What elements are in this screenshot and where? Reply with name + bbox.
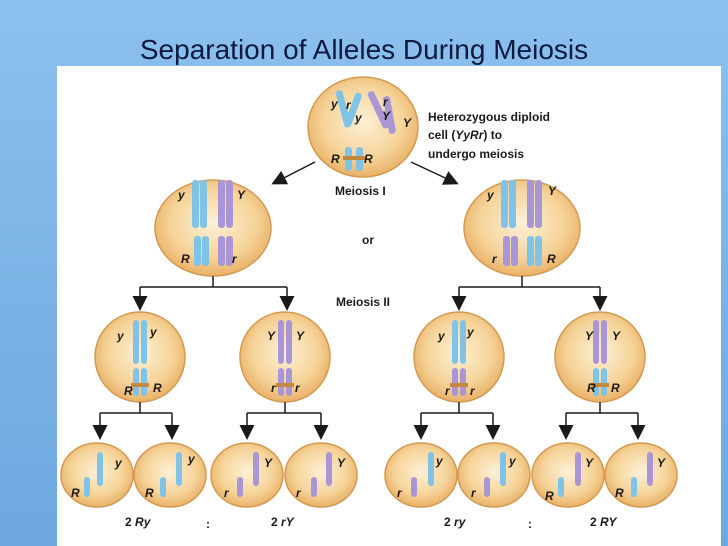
gamete-6-bottom: r	[471, 486, 477, 500]
gamete-3	[210, 442, 284, 508]
m2c3-label-y2: y	[466, 325, 475, 339]
m1-right-label-R: R	[547, 252, 556, 266]
gamete-8-bottom: R	[615, 486, 624, 500]
ratio-rY: 2 rY	[271, 515, 295, 529]
m1-left-label-R: R	[181, 252, 190, 266]
m2c1-label-y1: y	[116, 329, 125, 343]
m2c2-label-Y1: Y	[267, 329, 276, 343]
gamete-7-top: Y	[585, 456, 594, 470]
m2c4-label-R1: R	[587, 381, 596, 395]
m2c1-label-R2: R	[153, 381, 162, 395]
gamete-1	[60, 442, 134, 508]
m1-left-label-y: y	[177, 188, 186, 202]
meiosis1-right-cell	[463, 179, 581, 277]
gamete-3-top: Y	[264, 456, 273, 470]
parent-label-y1: y	[330, 97, 339, 111]
gamete-7	[531, 442, 605, 508]
ratio-separator-2: :	[528, 517, 532, 531]
gamete-5-top: y	[435, 454, 444, 468]
split-bracket-right	[451, 276, 608, 311]
gamete-brackets	[92, 402, 646, 440]
parent-cell	[307, 76, 419, 178]
gamete-4-bottom: r	[296, 486, 302, 500]
parent-label-Y1: Y	[382, 109, 391, 123]
m1-right-label-r: r	[492, 252, 498, 266]
m2c3-label-y1: y	[437, 329, 446, 343]
ratio-separator-1: :	[206, 517, 210, 531]
gamete-3-bottom: r	[224, 486, 230, 500]
m2c3-label-r1: r	[445, 384, 451, 398]
meiosis2-cell-2	[239, 311, 331, 403]
meiosis-1-label: Meiosis I	[335, 184, 386, 198]
parent-label-r1: r	[346, 98, 352, 112]
meiosis2-cell-1	[94, 311, 186, 403]
m2c1-label-y2: y	[149, 325, 158, 339]
m1-right-label-Y: Y	[548, 184, 557, 198]
gamete-5	[384, 442, 458, 508]
caption-line-1: Heterozygous diploid	[428, 110, 550, 124]
ratio-ry-upper: 2 Ry	[125, 515, 152, 529]
parent-label-r2: r	[383, 95, 389, 109]
m2c3-label-r2: r	[470, 384, 476, 398]
meiosis2-cell-4	[554, 311, 646, 403]
parent-label-R2: R	[364, 152, 373, 166]
parent-label-Y2: Y	[403, 116, 412, 130]
gamete-2	[133, 442, 207, 508]
meiosis-2-label: Meiosis II	[336, 295, 390, 309]
gamete-4-top: Y	[337, 456, 346, 470]
gamete-5-bottom: r	[397, 486, 403, 500]
caption-line-3: undergo meiosis	[428, 147, 524, 161]
gamete-2-bottom: R	[145, 486, 154, 500]
caption-line-2: cell (YyRr) to	[428, 128, 502, 142]
gamete-1-top: y	[114, 456, 123, 470]
gamete-1-bottom: R	[71, 486, 80, 500]
meiosis1-left-cell	[154, 179, 272, 277]
m2c4-label-Y2: Y	[612, 329, 621, 343]
or-label: or	[362, 233, 374, 247]
gamete-4	[284, 442, 358, 508]
ratio-ry: 2 ry	[444, 515, 467, 529]
arrow-meiosis1-right	[410, 161, 459, 185]
m1-left-label-Y: Y	[237, 188, 246, 202]
ratio-RY: 2 RY	[590, 515, 617, 529]
parent-label-R1: R	[331, 152, 340, 166]
arrow-meiosis1-left	[271, 161, 316, 185]
m2c1-label-R1: R	[124, 384, 133, 398]
slide-title: Separation of Alleles During Meiosis	[139, 34, 589, 65]
m2c2-label-r1: r	[271, 381, 277, 395]
gamete-6-top: y	[508, 454, 517, 468]
gamete-8	[604, 442, 678, 508]
gamete-2-top: y	[187, 452, 196, 466]
m2c2-label-Y2: Y	[296, 329, 305, 343]
gamete-6	[457, 442, 531, 508]
m2c4-label-R2: R	[611, 381, 620, 395]
split-bracket-left	[132, 276, 295, 311]
meiosis2-cell-3	[413, 311, 505, 403]
m2c2-label-r2: r	[295, 381, 301, 395]
m1-left-label-r: r	[232, 252, 238, 266]
gamete-7-bottom: R	[545, 489, 554, 503]
m2c4-label-Y1: Y	[585, 329, 594, 343]
parent-label-y2: y	[354, 111, 363, 125]
m1-right-label-y: y	[486, 188, 495, 202]
gamete-8-top: Y	[657, 456, 666, 470]
